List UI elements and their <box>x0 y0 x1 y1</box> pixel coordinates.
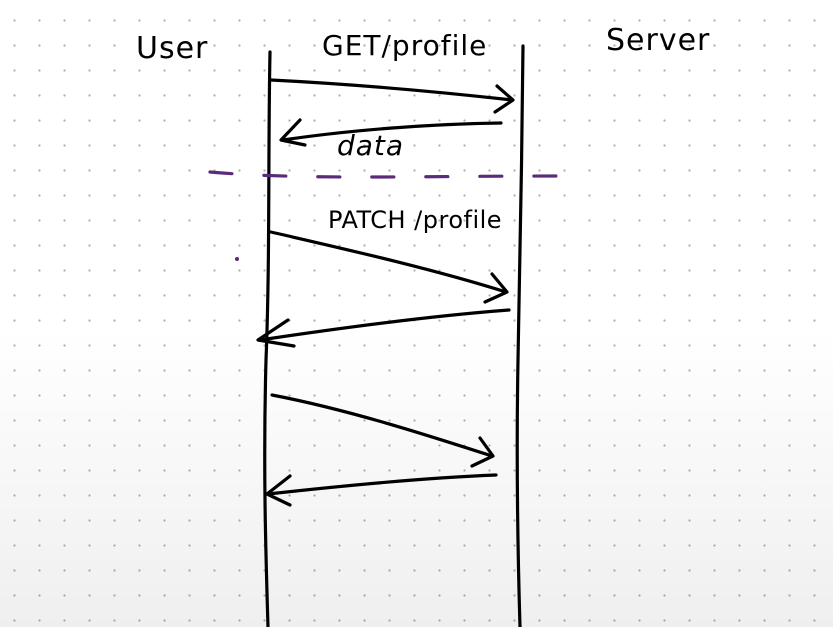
stray-dot <box>235 257 239 261</box>
third-request-arrow <box>270 393 494 458</box>
data-response-label: data <box>337 129 405 162</box>
third-response-arrow <box>266 473 498 496</box>
patch-request-arrow <box>269 230 508 294</box>
user-lifeline <box>263 50 272 627</box>
patch-response-arrowhead <box>256 318 296 348</box>
data-response-arrowhead <box>279 118 307 147</box>
get-request-label: GET/profile <box>322 29 488 62</box>
patch-request-arrowhead <box>483 272 509 304</box>
get-request-arrow <box>269 78 514 102</box>
patch-response-arrow <box>258 308 511 342</box>
data-response-arrow <box>281 121 503 142</box>
third-response-arrowhead <box>265 474 292 507</box>
patch-request-label: PATCH /profile <box>328 206 503 234</box>
third-request-arrowhead <box>470 436 495 468</box>
section-divider <box>208 170 560 179</box>
user-actor-label: User <box>136 31 209 66</box>
server-actor-label: Server <box>606 23 711 58</box>
server-lifeline <box>515 44 525 627</box>
get-request-arrowhead <box>493 84 515 114</box>
